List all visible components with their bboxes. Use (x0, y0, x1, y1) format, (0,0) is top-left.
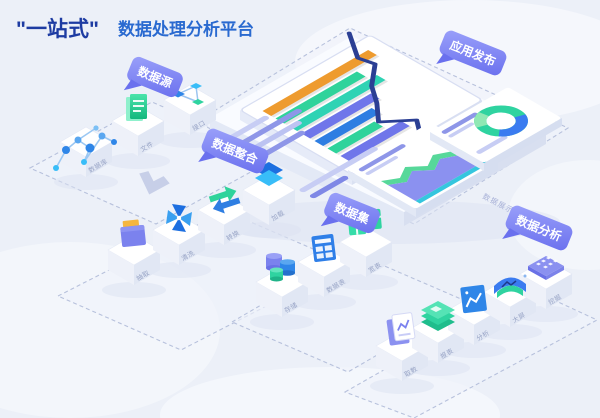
page-title-highlight: "一站式" (16, 17, 99, 41)
area-base (415, 161, 490, 204)
donut-segment-2 (498, 114, 528, 137)
page-title-text: 数据处理分析平台 (118, 19, 254, 39)
database-cylinders-icon (266, 253, 295, 282)
bar-shade (323, 113, 383, 148)
table-blue-icon (311, 234, 337, 263)
document-chart-icon (386, 312, 416, 346)
bar-shade (271, 55, 380, 118)
transfer-arrows-icon (208, 186, 241, 214)
bar-shade (284, 76, 369, 125)
folder-icon (120, 219, 146, 248)
platform-data-integration-outline (56, 210, 350, 351)
bubble-tail (436, 53, 455, 65)
bubble-dataset: 数据集 (320, 192, 380, 234)
keyboard-icon (528, 256, 564, 280)
chart-card-icon (460, 284, 487, 314)
bubble-tail (320, 215, 339, 227)
report-stack-icon (421, 301, 455, 331)
bubble-tail (502, 228, 521, 240)
bar (340, 121, 410, 161)
bar (327, 121, 383, 154)
bar (301, 93, 380, 139)
flow-arrow-icon (139, 171, 170, 195)
bar-shade (297, 80, 389, 133)
screen-3d-icon (494, 274, 527, 298)
txt-file-icon (126, 94, 147, 121)
bar (262, 50, 377, 116)
fan-icon (166, 204, 192, 232)
bar-shade (310, 98, 383, 140)
dashboard-platform: 数据展示 (210, 31, 562, 244)
bar-line-chart (241, 31, 482, 177)
donut-chart (431, 87, 561, 163)
bar (288, 75, 386, 131)
section-data-analysis: 取数 报表 分析 大屏 挖掘 (370, 256, 578, 394)
bar-shade (336, 126, 386, 155)
area-ridge (380, 149, 471, 185)
bubble-tail (123, 79, 142, 91)
bubble-tail (198, 151, 217, 163)
page-title: "一站式" 数据处理分析平台 (16, 17, 254, 41)
bar (314, 108, 381, 146)
area-front (387, 153, 485, 201)
node-graph-icon (53, 125, 117, 171)
section-dataset: 存储 数据表 宽表 (250, 208, 398, 330)
donut-segment-3 (474, 112, 490, 128)
